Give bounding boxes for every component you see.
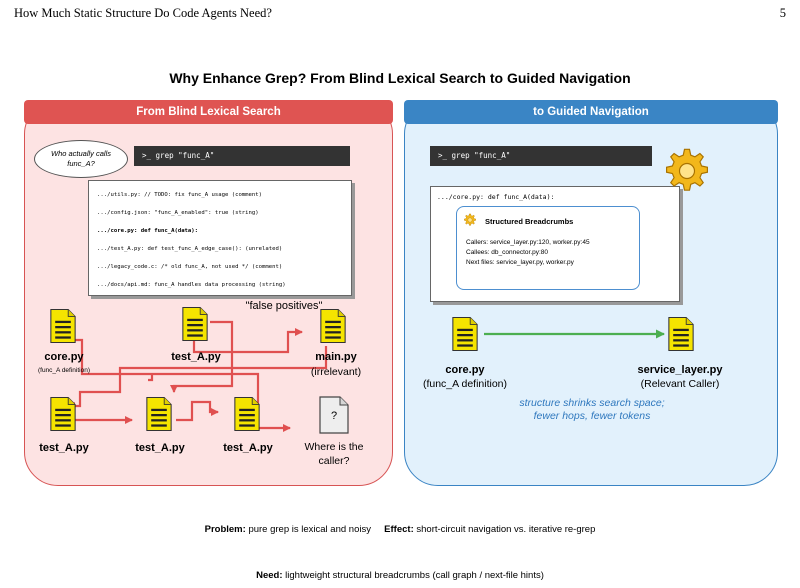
result-line: .../legacy_code.c: /* old func_A, not us…: [97, 264, 283, 270]
effect-label: Effect:: [384, 524, 414, 535]
right-core-file-name: core.py: [445, 364, 485, 376]
test-file-name: test_A.py: [39, 442, 89, 454]
red-arrow: [192, 328, 303, 354]
guided-result-line: .../core.py: def func_A(data):: [437, 193, 555, 201]
running-title: How Much Static Structure Do Code Agents…: [14, 6, 272, 20]
file-icon: [320, 308, 346, 344]
test-file-name: test_A.py: [223, 442, 273, 454]
guided-note: structure shrinks search space; fewer ho…: [412, 397, 772, 423]
breadcrumbs-callers: Callers: service_layer.py:120, worker.py…: [466, 239, 590, 246]
problem-label: Problem:: [204, 524, 246, 535]
unknown-file-icon: [319, 396, 349, 434]
file-icon: [146, 396, 172, 432]
breadcrumbs-card: Structured Breadcrumbs Callers: service_…: [456, 206, 640, 290]
guided-note-line-1: structure shrinks search space;: [519, 397, 665, 409]
file-icon: [50, 308, 76, 344]
gear-icon: [665, 148, 709, 191]
unknown-caption-2: caller?: [318, 455, 350, 467]
red-arrow: [148, 374, 154, 382]
service-layer-file-desc: (Relevant Caller): [640, 378, 720, 390]
problem-text: pure grep is lexical and noisy: [245, 524, 371, 535]
left-panel-heading: From Blind Lexical Search: [24, 100, 393, 124]
main-file-name: main.py: [315, 351, 357, 363]
file-icon: [668, 316, 694, 352]
red-arrow: [67, 346, 328, 410]
question-mark: ?: [330, 410, 338, 422]
file-icon: [50, 396, 76, 432]
bubble-line-1: Who actually calls: [50, 149, 112, 158]
red-arrow: [170, 320, 234, 393]
guided-note-line-2: fewer hops, fewer tokens: [533, 410, 651, 422]
need-text: lightweight structural breadcrumbs (call…: [282, 570, 544, 581]
page-number: 5: [779, 6, 786, 20]
right-terminal: >_ grep "func_A": [430, 146, 652, 166]
problem-effect-line: Problem: pure grep is lexical and noisy …: [0, 524, 800, 535]
result-line: .../utils.py: // TODO: fix func_A usage …: [97, 192, 263, 198]
right-panel-heading: to Guided Navigation: [404, 100, 778, 124]
need-label: Need:: [256, 570, 283, 581]
breadcrumbs-gear-icon: [464, 213, 476, 226]
unknown-caption-1: Where is the: [304, 441, 364, 453]
result-line: .../test_A.py: def test_func_A_edge_case…: [97, 246, 283, 252]
breadcrumbs-callees: Callees: db_connector.py:80: [466, 249, 549, 256]
file-icon: [234, 396, 260, 432]
result-line-match: .../core.py: def func_A(data):: [97, 228, 199, 234]
question-bubble: Who actually calls func_A?: [34, 140, 128, 178]
need-line: Need: lightweight structural breadcrumbs…: [0, 570, 800, 581]
file-icon: [182, 306, 208, 342]
result-line: .../config.json: "func_A_enabled": true …: [97, 210, 259, 216]
breadcrumbs-next-files: Next files: service_layer.py, worker.py: [466, 259, 574, 266]
result-line: .../docs/api.md: func_A handles data pro…: [97, 282, 286, 288]
breadcrumbs-title: Structured Breadcrumbs: [485, 217, 574, 226]
false-positives-label: "false positives": [245, 300, 323, 312]
service-layer-file-name: service_layer.py: [637, 364, 723, 376]
core-file-name: core.py: [44, 351, 84, 363]
test-file-name: test_A.py: [171, 351, 221, 363]
right-core-file-desc: (func_A definition): [422, 378, 508, 390]
file-icon: [452, 316, 478, 352]
test-file-name: test_A.py: [135, 442, 185, 454]
main-file-desc: (irrelevant): [310, 366, 362, 378]
bubble-line-2: func_A?: [67, 159, 95, 168]
figure-title: Why Enhance Grep? From Blind Lexical Sea…: [169, 70, 631, 86]
red-arrow: [176, 400, 219, 422]
left-terminal: >_ grep "func_A": [134, 146, 350, 166]
grep-results: .../utils.py: // TODO: fix func_A usage …: [88, 180, 352, 296]
red-arrow: [68, 338, 291, 432]
effect-text: short-circuit navigation vs. iterative r…: [413, 524, 596, 535]
core-file-desc: (func_A definition): [37, 367, 91, 374]
